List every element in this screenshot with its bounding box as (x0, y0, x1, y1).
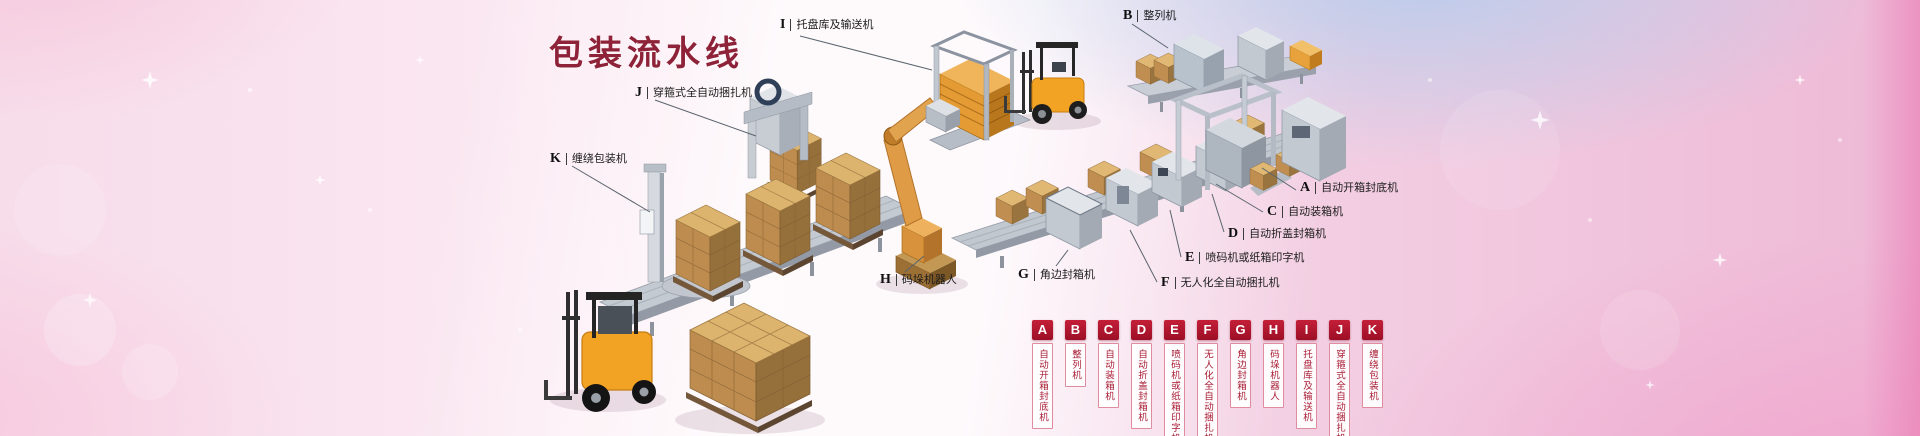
leader-line-h (904, 255, 925, 273)
callout-letter: A (1300, 180, 1311, 195)
arch-strapper-machine (743, 78, 813, 179)
leader-lines (571, 23, 1297, 283)
legend-item: H 码垛机器人 (1263, 320, 1284, 436)
leader-line-e (1169, 209, 1182, 258)
legend-label: 自动装箱机 (1098, 343, 1119, 408)
callout-text: 无人化全自动捆扎机 (1174, 277, 1280, 289)
legend-letter-badge: C (1098, 320, 1119, 340)
inkjet-coder-machine (1151, 152, 1202, 208)
callout-letter: C (1267, 204, 1278, 219)
callout-text: 整列机 (1137, 10, 1176, 22)
callout-e: E 喷码机或纸箱印字机 (1185, 251, 1304, 265)
legend-letter-badge: H (1263, 320, 1284, 340)
legend-label: 无人化全自动捆扎机 (1197, 343, 1218, 436)
legend-letter-badge: A (1032, 320, 1053, 340)
callout-letter: F (1161, 275, 1170, 290)
callout-a: A 自动开箱封底机 (1300, 181, 1398, 195)
legend-label: 缠绕包装机 (1362, 343, 1383, 408)
leader-line-c (1215, 183, 1264, 213)
callout-text: 自动开箱封底机 (1315, 182, 1398, 194)
machine-legend: A 自动开箱封底机 B 整列机 C 自动装箱机 D 自动折盖封箱机 E 喷码机或… (1032, 320, 1383, 436)
leader-line-d (1211, 193, 1225, 233)
legend-letter-badge: G (1230, 320, 1251, 340)
carton-opener-machine (1249, 97, 1346, 196)
leader-line-g (1055, 249, 1069, 267)
legend-item: G 角边封箱机 (1230, 320, 1251, 436)
aligner-machine (1173, 27, 1322, 94)
legend-label: 自动开箱封底机 (1032, 343, 1053, 429)
callout-g: G 角边封箱机 (1018, 268, 1095, 282)
callout-letter: I (780, 17, 786, 32)
callout-letter: J (635, 85, 642, 100)
legend-item: I 托盘库及输送机 (1296, 320, 1317, 436)
callout-text: 自动装箱机 (1282, 206, 1343, 218)
leader-line-b (1131, 23, 1169, 49)
callout-letter: E (1185, 250, 1195, 265)
callout-text: 喷码机或纸箱印字机 (1199, 252, 1304, 264)
callout-b: B 整列机 (1123, 9, 1176, 23)
callout-f: F 无人化全自动捆扎机 (1161, 276, 1280, 290)
legend-letter-badge: I (1296, 320, 1317, 340)
callout-c: C 自动装箱机 (1267, 205, 1343, 219)
legend-item: F 无人化全自动捆扎机 (1197, 320, 1218, 436)
forklift-bottom-left (544, 290, 656, 412)
legend-letter-badge: K (1362, 320, 1383, 340)
legend-item: B 整列机 (1065, 320, 1086, 436)
background-sparkles (14, 55, 1842, 400)
leader-line-k (571, 165, 651, 213)
callout-text: 角边封箱机 (1033, 269, 1095, 281)
legend-label: 自动折盖封箱机 (1131, 343, 1152, 429)
callout-letter: B (1123, 8, 1133, 23)
corner-sealer-machine (1044, 186, 1104, 250)
legend-label: 整列机 (1065, 343, 1086, 387)
leader-line-f (1129, 229, 1158, 283)
legend-label: 码垛机器人 (1263, 343, 1284, 408)
leader-line-j (654, 99, 757, 137)
legend-letter-badge: J (1329, 320, 1350, 340)
callout-h: H 码垛机器人 (880, 273, 957, 287)
callout-k: K 缠绕包装机 (550, 152, 627, 166)
callout-letter: K (550, 151, 561, 166)
legend-item: J 穿箍式全自动捆扎机 (1329, 320, 1350, 436)
callout-text: 缠绕包装机 (565, 153, 627, 165)
leader-line-i (799, 35, 933, 71)
leader-line-a (1261, 167, 1297, 191)
callout-i: I 托盘库及输送机 (780, 18, 873, 32)
legend-item: D 自动折盖封箱机 (1131, 320, 1152, 436)
callout-j: J 穿箍式全自动捆扎机 (635, 86, 752, 100)
callout-text: 自动折盖封箱机 (1243, 228, 1326, 240)
legend-item: E 喷码机或纸箱印字机 (1164, 320, 1185, 436)
legend-letter-badge: E (1164, 320, 1185, 340)
callout-letter: G (1018, 267, 1029, 282)
legend-letter-badge: B (1065, 320, 1086, 340)
callout-text: 托盘库及输送机 (790, 19, 873, 31)
page-title: 包装流水线 (549, 35, 744, 73)
legend-label: 穿箍式全自动捆扎机 (1329, 343, 1350, 436)
palletizing-robot (883, 97, 960, 290)
callout-letter: H (880, 272, 891, 287)
callout-letter: D (1228, 226, 1239, 241)
legend-label: 喷码机或纸箱印字机 (1164, 343, 1185, 436)
callout-d: D 自动折盖封箱机 (1228, 227, 1326, 241)
forklift-top (1004, 42, 1087, 124)
legend-item: A 自动开箱封底机 (1032, 320, 1053, 436)
pallet-storage-machine (929, 30, 1031, 151)
legend-label: 托盘库及输送机 (1296, 343, 1317, 429)
legend-item: C 自动装箱机 (1098, 320, 1119, 436)
strapping-machine (1105, 168, 1158, 227)
legend-letter-badge: F (1197, 320, 1218, 340)
callout-text: 码垛机器人 (895, 274, 957, 286)
floor-box-stack (686, 302, 812, 433)
legend-letter-badge: D (1131, 320, 1152, 340)
legend-item: K 缠绕包装机 (1362, 320, 1383, 436)
callout-text: 穿箍式全自动捆扎机 (647, 87, 752, 99)
legend-label: 角边封箱机 (1230, 343, 1251, 408)
